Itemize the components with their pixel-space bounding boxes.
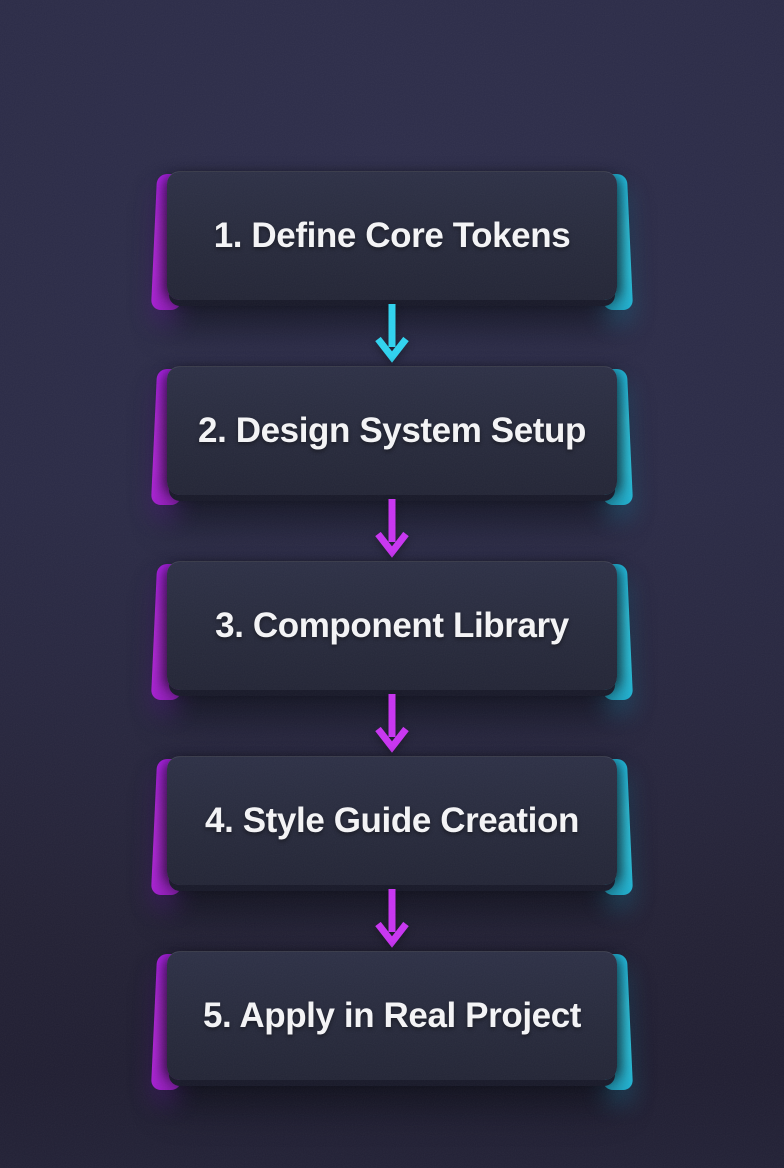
step-box: 4. Style Guide Creation [167, 756, 617, 885]
flow-step-4: 4. Style Guide Creation [150, 756, 634, 895]
flow-step-2: 2. Design System Setup [150, 366, 634, 505]
step-box: 5. Apply in Real Project [167, 951, 617, 1080]
step-box: 1. Define Core Tokens [167, 171, 617, 300]
step-label: 5. Apply in Real Project [202, 996, 582, 1035]
down-arrow-icon [375, 889, 409, 948]
step-label: 1. Define Core Tokens [213, 216, 571, 255]
down-arrow-icon [375, 499, 409, 558]
step-label: 3. Component Library [215, 606, 569, 645]
flow-step-3: 3. Component Library [150, 561, 634, 700]
step-box: 3. Component Library [167, 561, 617, 690]
down-arrow-icon [375, 694, 409, 753]
step-box: 2. Design System Setup [167, 366, 617, 495]
down-arrow-icon [375, 304, 409, 363]
flow-step-5: 5. Apply in Real Project [150, 951, 634, 1090]
step-label: 4. Style Guide Creation [205, 801, 579, 840]
workflow-diagram: 1. Define Core Tokens 2. Design System S… [150, 0, 634, 1090]
flow-step-1: 1. Define Core Tokens [150, 171, 634, 310]
step-label: 2. Design System Setup [198, 411, 586, 450]
